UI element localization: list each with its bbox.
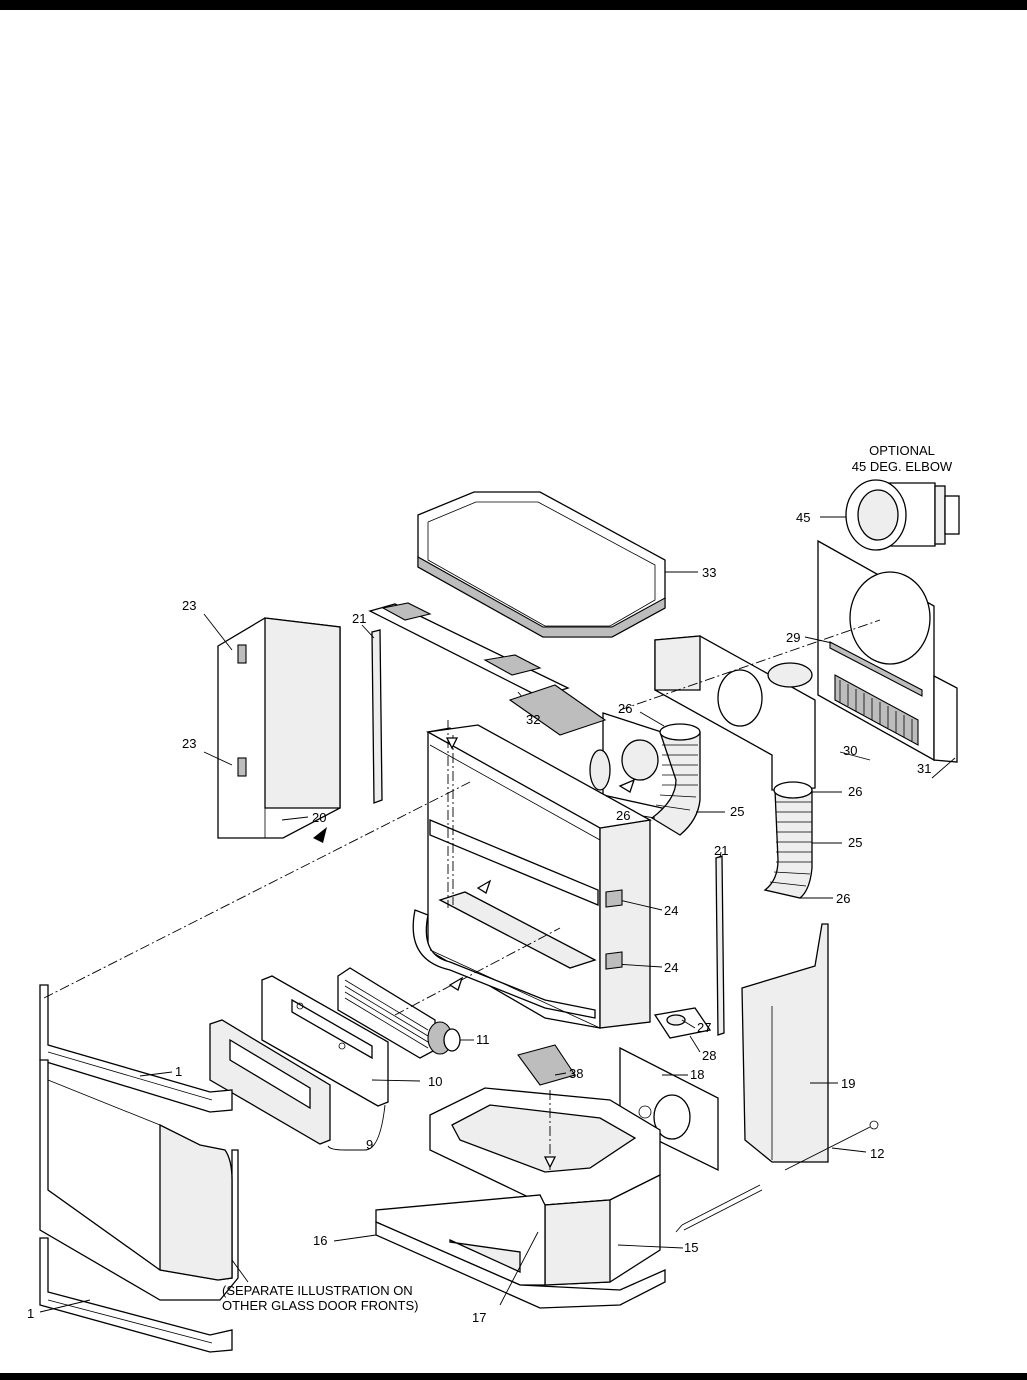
label-18: 18 — [690, 1067, 704, 1082]
optional-note-line2: 45 DEG. ELBOW — [852, 459, 953, 474]
label-25-lower: 25 — [848, 835, 862, 850]
part-10-plate — [261, 975, 421, 1107]
label-23-top: 23 — [182, 598, 196, 613]
label-12: 12 — [870, 1146, 884, 1161]
part-11-blower — [337, 967, 474, 1059]
label-11: 11 — [476, 1032, 490, 1047]
label-1-upper: 1 — [175, 1064, 182, 1079]
label-30: 30 — [843, 743, 857, 758]
top-border-rule — [0, 0, 1027, 10]
label-17: 17 — [472, 1310, 486, 1325]
label-21-right: 21 — [714, 843, 728, 858]
label-9: 9 — [366, 1137, 373, 1152]
part-1-door-rail-upper — [39, 984, 233, 1113]
separate-illustration-line2: OTHER GLASS DOOR FRONTS) — [222, 1298, 418, 1313]
part-1-door-rail-lower — [39, 1237, 233, 1353]
label-1-lower: 1 — [27, 1306, 34, 1321]
label-19: 19 — [841, 1076, 855, 1091]
part-38-gasket — [517, 1044, 576, 1086]
label-26-lower-left: 26 — [616, 808, 630, 823]
part-21-strip-left — [361, 624, 383, 804]
part-45-elbow — [820, 479, 960, 551]
alignment-centerlines — [43, 619, 881, 1170]
firebox-body — [412, 684, 663, 1029]
part-25-flex-pipe-lower — [763, 781, 842, 899]
text-labels: OPTIONAL 45 DEG. ELBOW (SEPARATE ILLUSTR… — [27, 443, 953, 1325]
label-33: 33 — [702, 565, 716, 580]
part-29-bracket — [829, 641, 923, 697]
label-29: 29 — [786, 630, 800, 645]
label-16: 16 — [313, 1233, 327, 1248]
separate-illustration-line1: (SEPARATE ILLUSTRATION ON — [222, 1283, 413, 1298]
label-21-left: 21 — [352, 611, 366, 626]
part-30-rear-panel — [804, 539, 958, 779]
label-24-lower: 24 — [664, 960, 678, 975]
label-15: 15 — [684, 1240, 698, 1255]
part-33-top-panel — [417, 491, 698, 638]
label-10: 10 — [428, 1074, 442, 1089]
label-26-upper: 26 — [618, 701, 632, 716]
label-23-bottom: 23 — [182, 736, 196, 751]
label-25-upper: 25 — [730, 804, 744, 819]
label-28: 28 — [702, 1048, 716, 1063]
part-21-strip-right — [715, 851, 725, 1036]
label-26-right-lower: 26 — [836, 891, 850, 906]
part-12-rod — [784, 1120, 879, 1171]
part-19-side-panel — [741, 923, 838, 1163]
label-27: 27 — [697, 1020, 711, 1035]
bottom-border-rule — [0, 1373, 1027, 1380]
label-32: 32 — [526, 712, 540, 727]
part-15-16-17-base-assembly — [333, 1087, 684, 1309]
label-24-upper: 24 — [664, 903, 678, 918]
part-27-28-fitting — [653, 1007, 712, 1053]
part-18-panel — [619, 1046, 719, 1172]
label-26-right-upper: 26 — [848, 784, 862, 799]
label-31: 31 — [917, 761, 931, 776]
label-20: 20 — [312, 810, 326, 825]
part-32-baffle-plate — [368, 602, 570, 717]
part-9-panel — [209, 1019, 386, 1151]
label-45: 45 — [796, 510, 810, 525]
label-38: 38 — [569, 1066, 583, 1081]
glass-door-front — [39, 1059, 249, 1301]
part-20-side-panel — [203, 613, 341, 839]
wire-lead — [675, 1184, 763, 1233]
optional-note-line1: OPTIONAL — [869, 443, 935, 458]
